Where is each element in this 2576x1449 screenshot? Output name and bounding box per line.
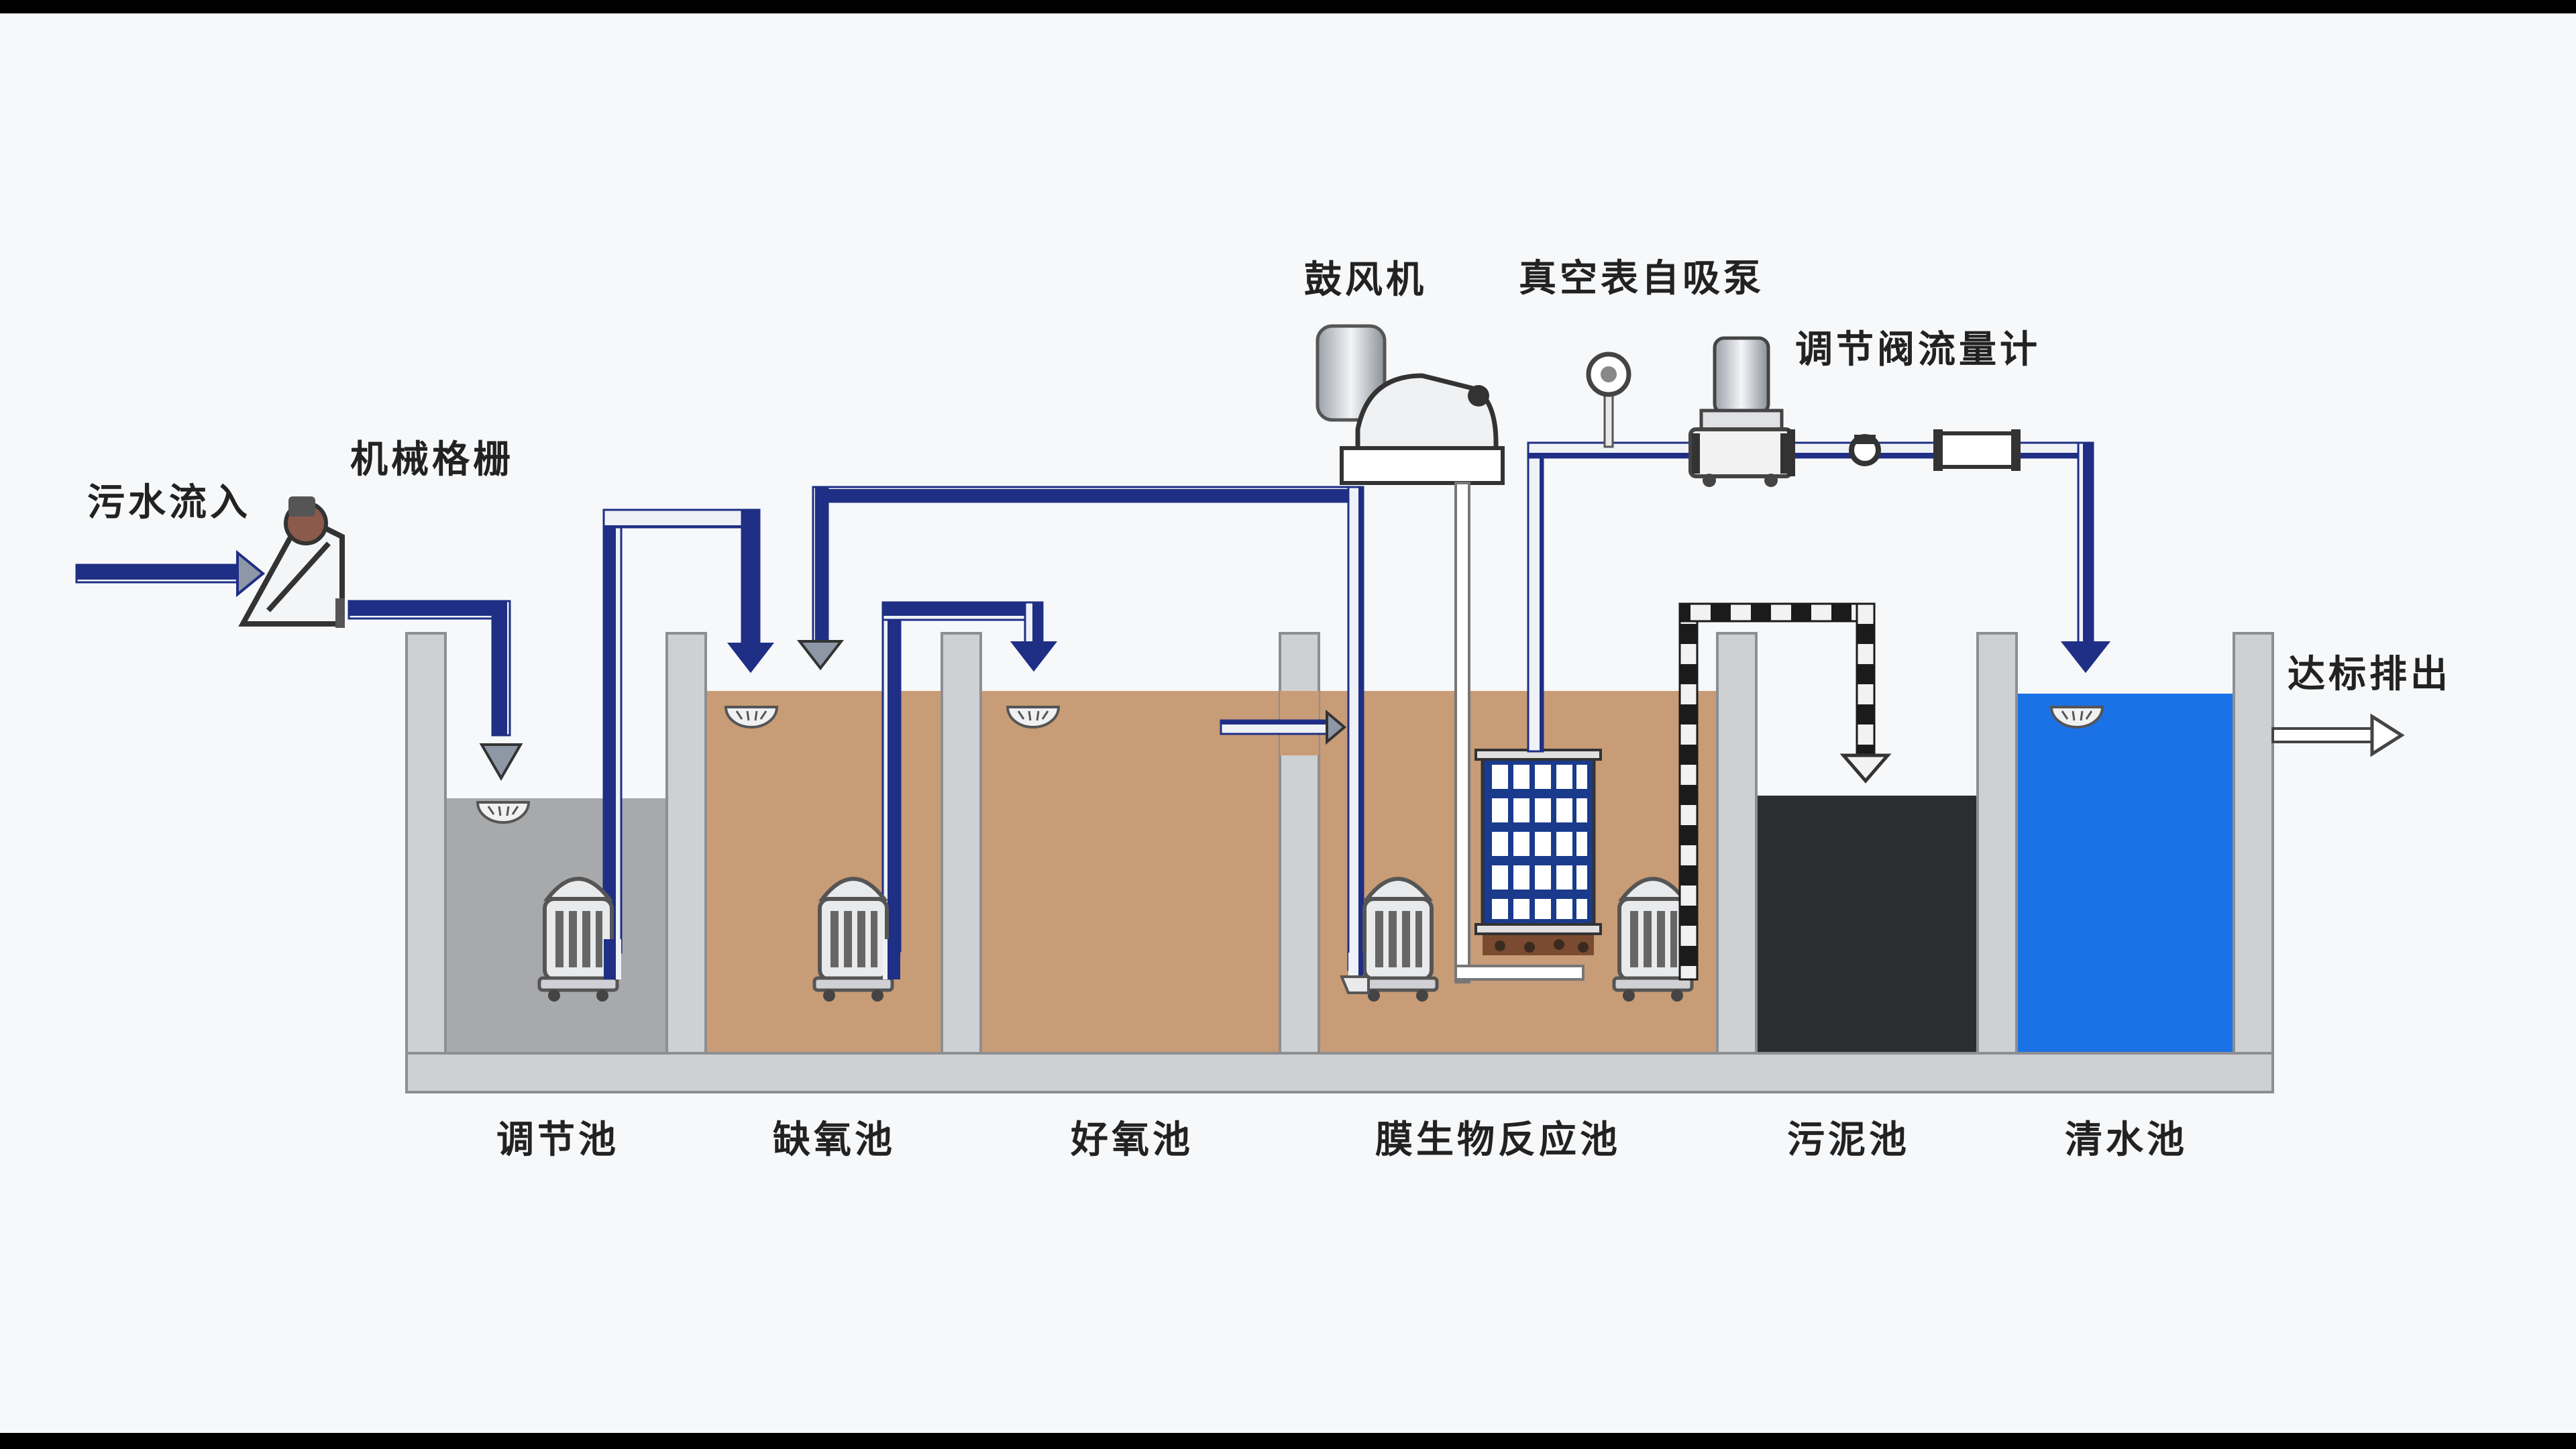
overflow-arrow — [1220, 709, 1347, 745]
top-letterbox-bar — [0, 0, 2576, 13]
mechanical-screen — [238, 496, 345, 628]
tank-name-clear-water: 清水池 — [2065, 1118, 2188, 1162]
blower — [1316, 324, 1585, 983]
blower-label: 鼓风机 — [1304, 258, 1427, 302]
pipe-mbr-return-to-anoxic — [796, 486, 1364, 971]
vacuum-gauge-pump-label: 真空表自吸泵 — [1519, 257, 1764, 301]
self-priming-pump — [1688, 336, 1793, 487]
discharge-arrow — [2271, 713, 2405, 757]
sludge-tank-water — [1756, 796, 1978, 1053]
clear-water-tank-water — [2017, 694, 2234, 1053]
membrane-module — [1474, 749, 1602, 955]
inflow-arrow — [75, 549, 266, 598]
mbr-submersible-pump — [1359, 879, 1437, 1002]
tank-walls — [405, 632, 2274, 1093]
anoxic-submersible-pump — [814, 879, 892, 1002]
mechanical-screen-label: 机械格栅 — [350, 438, 514, 482]
tank-name-mbr: 膜生物反应池 — [1375, 1118, 1621, 1162]
valve-and-flowmeter — [1787, 429, 2021, 476]
tank-water-fills — [445, 691, 2234, 1053]
tank-name-aerobic: 好氧池 — [1071, 1118, 1193, 1162]
tank-name-anoxic: 缺氧池 — [773, 1118, 896, 1162]
sewage-inflow-label: 污水流入 — [87, 481, 251, 525]
pipe-anoxic-to-aerobic — [881, 601, 1058, 953]
tank-name-regulating: 调节池 — [496, 1118, 619, 1162]
discharge-label: 达标排出 — [2288, 653, 2451, 696]
anoxic-tank-water — [706, 691, 942, 1053]
pipe-regulating-to-anoxic — [602, 508, 775, 954]
pipe-screen-to-regulating — [347, 600, 523, 781]
valve-flowmeter-label: 调节阀流量计 — [1795, 328, 2041, 372]
tank-name-sludge: 污泥池 — [1787, 1118, 1910, 1162]
bottom-letterbox-bar — [0, 1433, 2576, 1449]
pipe-mbr-to-sludge — [1678, 602, 1892, 981]
vacuum-gauge — [1586, 352, 1631, 448]
aerobic-tank-water — [981, 691, 1280, 1053]
